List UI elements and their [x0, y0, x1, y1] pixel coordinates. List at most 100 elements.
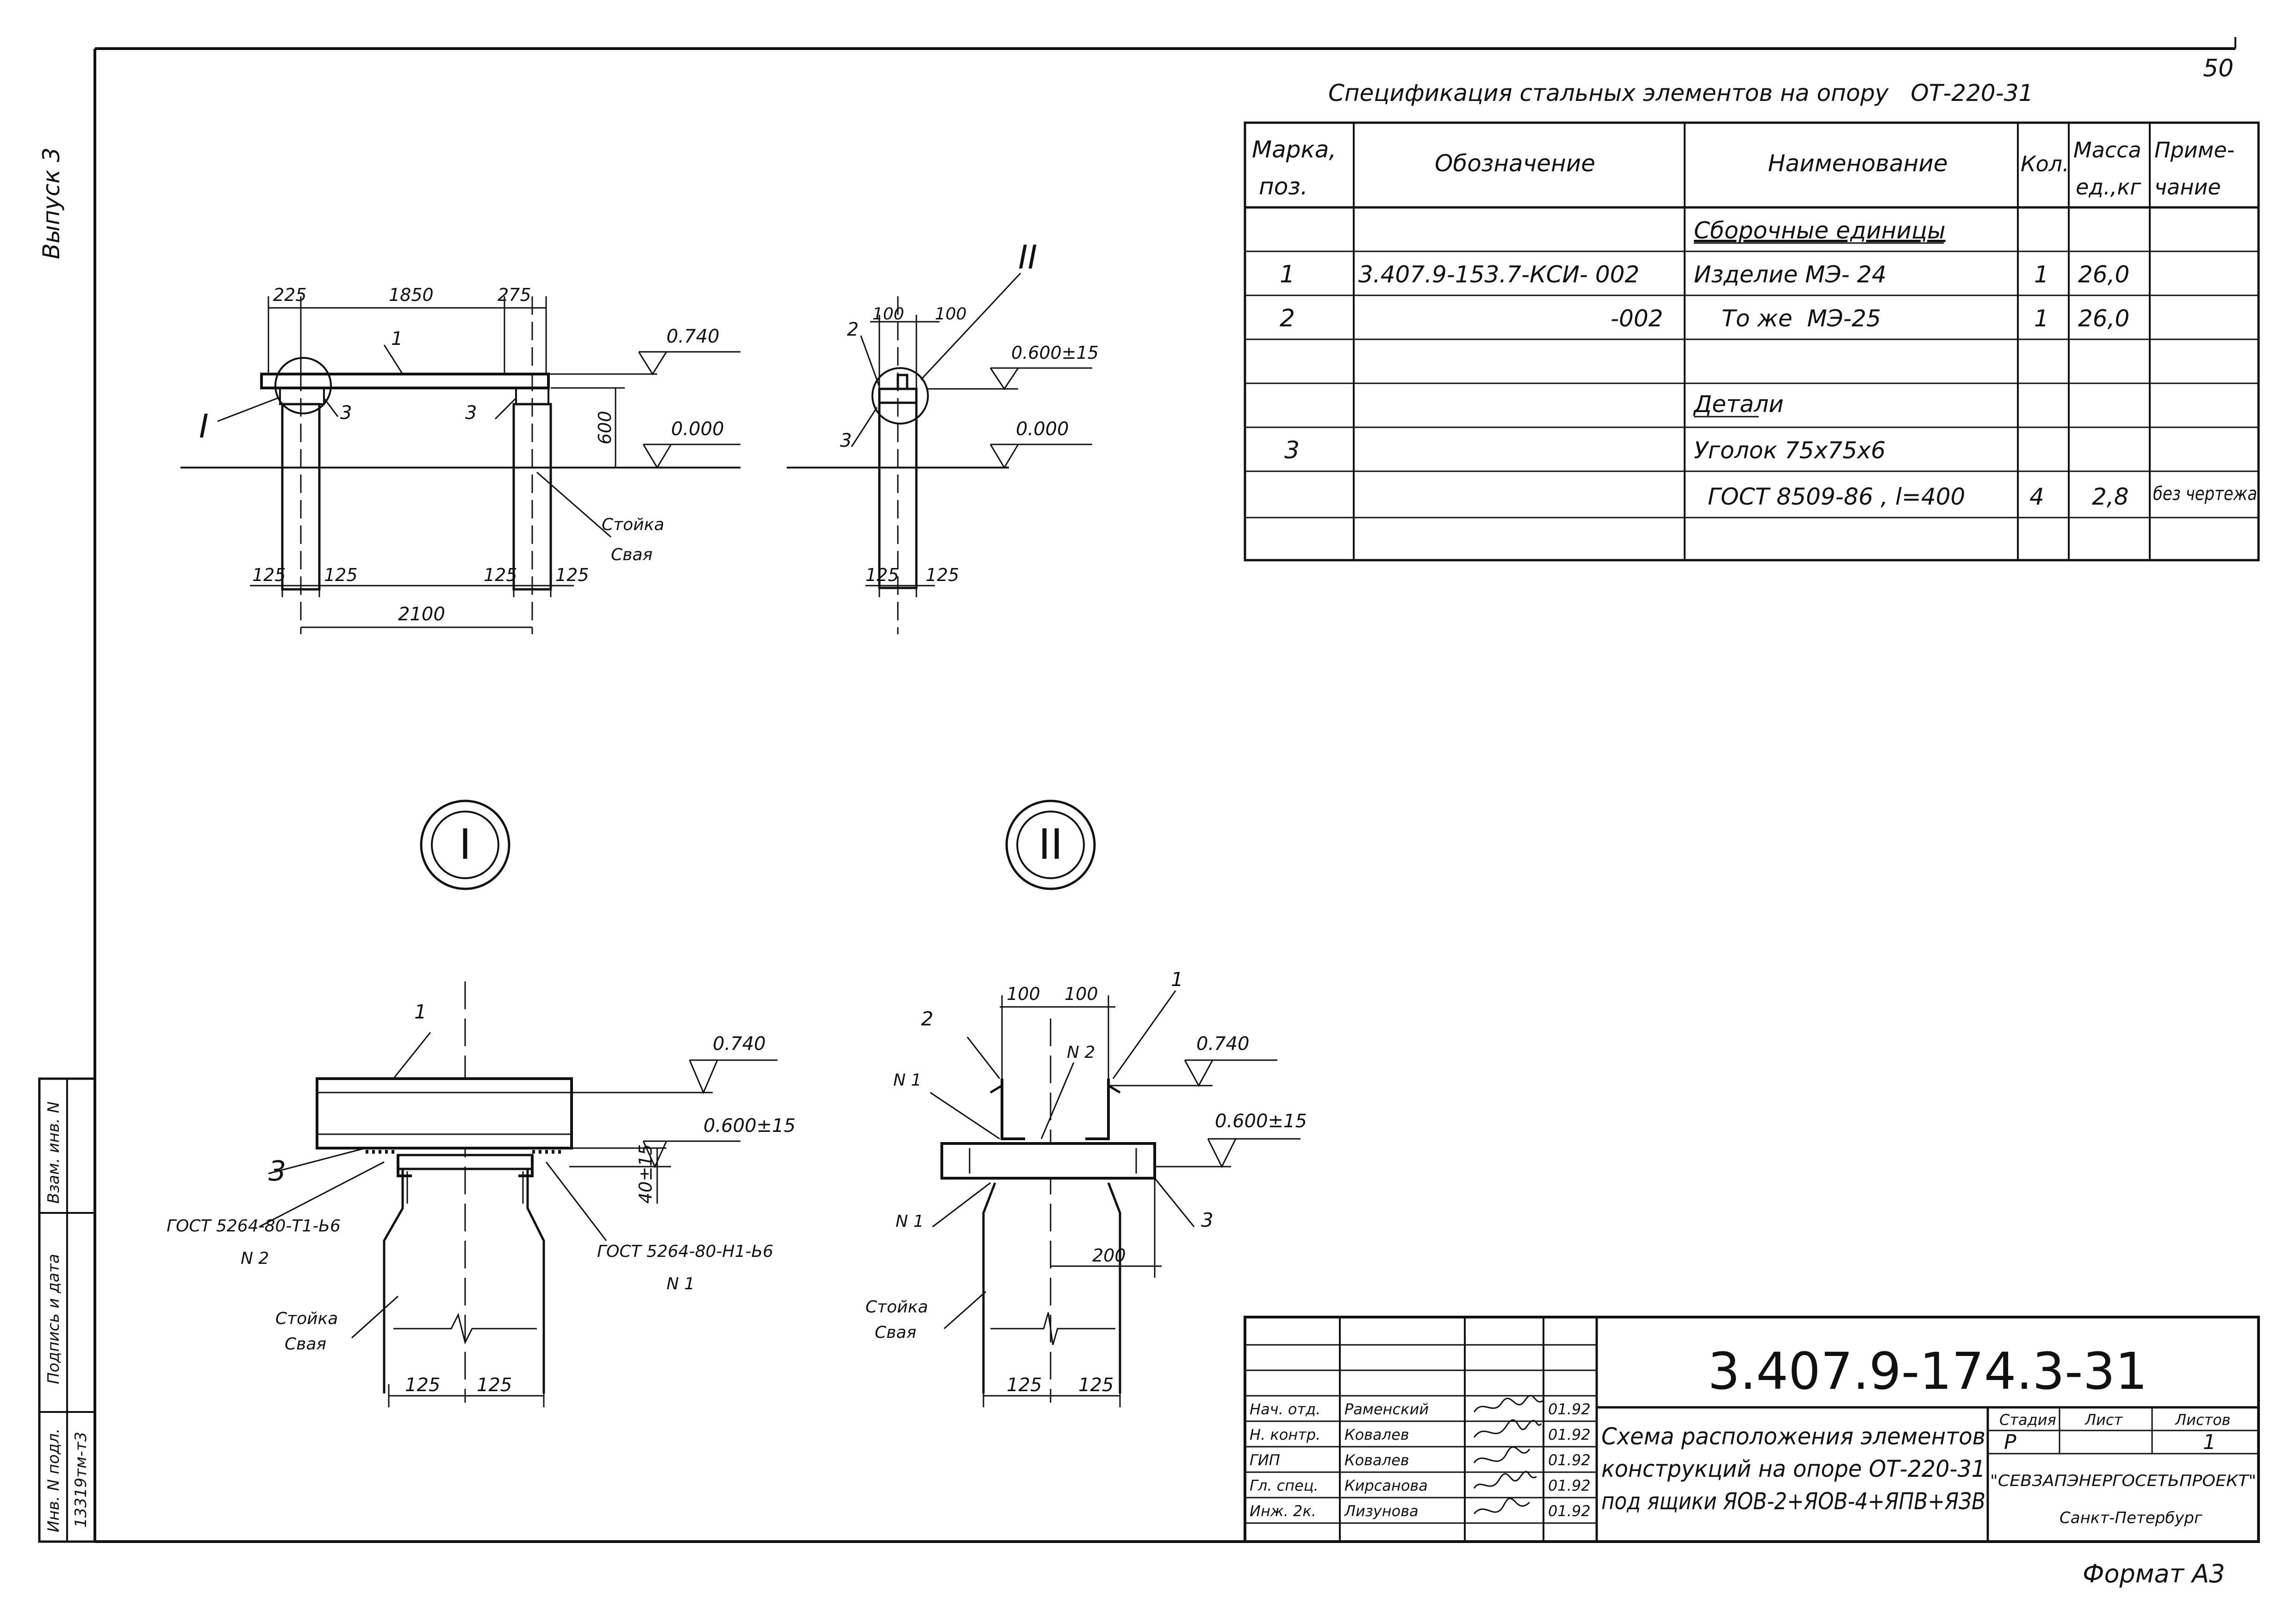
view-b-side: [787, 272, 1092, 634]
dim-125: 125: [484, 565, 517, 585]
post-label: Стойка: [275, 1309, 338, 1328]
detail-mark-ii: II: [1018, 238, 1037, 276]
spec-row-designation: 3.407.9-153.7-КСИ- 002: [1358, 261, 1639, 288]
podpis-data-label: Подпись и дата: [44, 1254, 63, 1384]
person-date: 01.92: [1548, 1477, 1591, 1494]
weld-right-mark: N 1: [666, 1274, 695, 1293]
detail-ii-marker: II: [1038, 820, 1063, 869]
person-name: Лизунова: [1344, 1502, 1419, 1520]
dim-100: 100: [1064, 984, 1098, 1004]
callout-1: 1: [391, 328, 403, 350]
callout-2: 2: [847, 319, 859, 340]
person-role: Н. контр.: [1250, 1426, 1320, 1443]
spec-row-qty: 1: [2034, 261, 2049, 288]
level-0000: 0.000: [1016, 418, 1069, 440]
weld-mark-n1: N 1: [896, 1212, 924, 1231]
signature: [1473, 1446, 1531, 1463]
signature-scribbles: [1473, 1394, 1544, 1514]
hdr-mark-1: Марка,: [1252, 136, 1336, 163]
person-role: Инж. 2к.: [1250, 1502, 1316, 1520]
callout-1: 1: [1171, 968, 1183, 991]
person-name: Ковалев: [1344, 1426, 1409, 1443]
callout-3: 3: [1201, 1209, 1213, 1231]
dim-125: 125: [1078, 1374, 1114, 1396]
post-label: Стойка: [865, 1298, 928, 1317]
vzam-inv-label: Взам. инв. N: [44, 1101, 63, 1204]
person-date: 01.92: [1548, 1426, 1591, 1443]
stage-value: Р: [2004, 1430, 2016, 1454]
dim-100: 100: [935, 305, 967, 324]
weld-left: ГОСТ 5264-80-Т1-Ь6: [167, 1217, 341, 1236]
weld-right: ГОСТ 5264-80-Н1-Ь6: [597, 1242, 773, 1261]
dim-100: 100: [1007, 984, 1040, 1004]
person-role: ГИП: [1250, 1451, 1280, 1469]
city-name: Санкт-Петербург: [2060, 1509, 2203, 1527]
pile-label: Свая: [875, 1323, 916, 1342]
signature: [1473, 1471, 1537, 1489]
person-role: Гл. спец.: [1250, 1477, 1319, 1494]
spec-row-name: ГОСТ 8509-86 , l=400: [1708, 483, 1965, 510]
hdr-mark-2: поз.: [1259, 173, 1308, 200]
person-name: Раменский: [1344, 1400, 1429, 1418]
weld-mark-n1: N 1: [893, 1071, 921, 1090]
hdr-note-1: Приме-: [2154, 137, 2234, 162]
dim-125: 125: [926, 565, 959, 585]
spec-row-note: без чертежа: [2153, 483, 2257, 505]
sheets-value: 1: [2203, 1430, 2216, 1454]
dim-1850: 1850: [389, 285, 434, 305]
detail-i-labels: 1 3 0.740 0.600±15 40±15 ГОСТ 5264-80-Т1…: [167, 1000, 796, 1396]
detail-mark-i: I: [199, 407, 209, 445]
inv-podl-label: Инв. N подл.: [44, 1428, 63, 1532]
level-0600: 0.600±15: [1011, 343, 1099, 363]
view-b-labels: 100 100 125 125 0.600±15 0.000 2 3 II: [840, 238, 1099, 585]
spec-row-qty: 4: [2029, 483, 2044, 510]
callout-3: 3: [840, 430, 852, 451]
dim-225: 225: [273, 285, 307, 305]
level-0600: 0.600±15: [1215, 1111, 1307, 1132]
spec-table: Спецификация стальных элементов на опору…: [1244, 80, 2260, 562]
dim-200: 200: [1092, 1245, 1126, 1266]
dim-125: 125: [324, 565, 358, 585]
spec-row-mark: 2: [1280, 305, 1295, 332]
hdr-name: Наименование: [1768, 150, 1948, 177]
detail-ii-drawing: [930, 990, 1300, 1407]
spec-row-designation: -002: [1611, 305, 1663, 332]
pile-label: Свая: [611, 545, 653, 564]
spec-row-name: Уголок 75х75х6: [1694, 437, 1885, 464]
hdr-mass-2: ед.,кг: [2076, 175, 2141, 200]
level-0000: 0.000: [671, 418, 724, 440]
dim-125: 125: [477, 1374, 512, 1396]
dim-125: 125: [865, 565, 899, 585]
signature: [1473, 1419, 1542, 1438]
level-0740: 0.740: [1196, 1033, 1250, 1055]
callout-3: 3: [340, 402, 352, 424]
callout-3: 3: [268, 1155, 286, 1187]
issue-label: Выпуск 3: [38, 148, 65, 259]
spec-row-mark: 3: [1284, 437, 1300, 464]
inv-podl-value: 13319тм-т3: [72, 1432, 90, 1528]
sheet-header: Лист: [2084, 1411, 2123, 1429]
dim-125: 125: [1007, 1374, 1042, 1396]
detail-markers: [420, 800, 1096, 890]
dim-100: 100: [872, 305, 904, 324]
spec-title: Спецификация стальных элементов на опору…: [1328, 80, 2033, 106]
description-line: Схема расположения элементов: [1601, 1423, 1985, 1450]
hdr-note-2: чание: [2154, 175, 2221, 200]
pile-label: Свая: [285, 1335, 326, 1354]
signature: [1473, 1394, 1544, 1412]
title-block-text: 3.407.9-174.3-31 Схема расположения элем…: [1250, 1342, 2256, 1527]
person-name: Ковалев: [1344, 1451, 1409, 1469]
spec-row-mark: 1: [1280, 261, 1295, 288]
format-label: Формат А3: [2083, 1559, 2225, 1588]
spec-row-mass: 26,0: [2078, 305, 2129, 332]
description-line: конструкций на опоре ОТ-220-31: [1601, 1455, 1985, 1482]
sheets-header: Листов: [2175, 1411, 2231, 1429]
person-name: Кирсанова: [1344, 1477, 1428, 1494]
spec-row-name: То же МЭ-25: [1722, 305, 1881, 332]
title-block: [1244, 1316, 2260, 1543]
stage-header: Стадия: [1999, 1411, 2056, 1429]
dim-125: 125: [555, 565, 589, 585]
detail-i-marker: I: [459, 820, 472, 869]
dim-125: 125: [252, 565, 286, 585]
